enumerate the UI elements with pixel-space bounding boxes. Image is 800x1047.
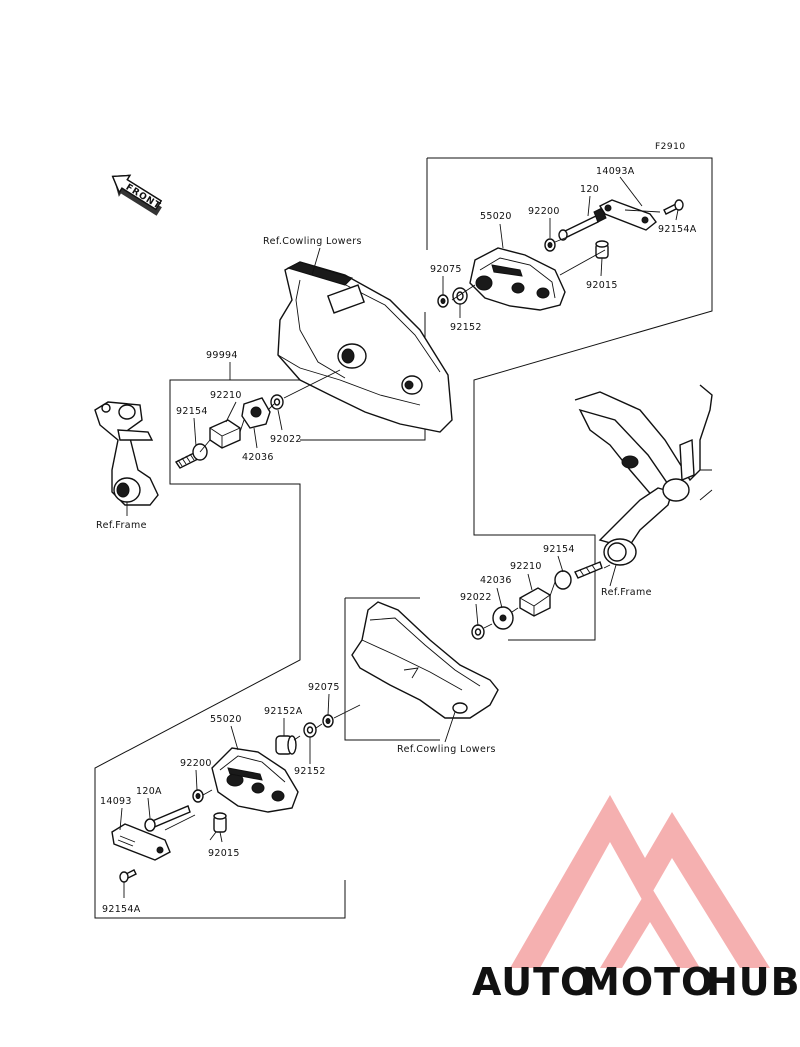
part-label-92154-right: 92154 [543, 544, 575, 555]
part-label-120: 120 [580, 184, 599, 195]
leader-lines [119, 176, 679, 898]
part-label-92152A-bottom: 92152A [264, 706, 303, 717]
part-label-92015-top: 92015 [586, 280, 618, 291]
part-label-14093A: 14093A [596, 166, 635, 177]
part-label-92022-left: 92022 [270, 434, 302, 445]
bolt-120-top [558, 207, 607, 241]
collar-92015-bottom [213, 812, 227, 833]
washer-92022-right [471, 624, 485, 640]
plate-14093A [598, 199, 657, 231]
part-label-92075-top: 92075 [430, 264, 462, 275]
part-label-92075-bottom: 92075 [308, 682, 340, 693]
screw-92154A-bottom [119, 869, 137, 883]
frame-right [574, 384, 713, 566]
frame-slider-top [469, 247, 566, 311]
part-label-92200-top: 92200 [528, 206, 560, 217]
bolt-92154-right [554, 561, 603, 590]
adjuster-92210-left [209, 419, 241, 449]
part-label-92152-bottom: 92152 [294, 766, 326, 777]
part-label-42036-left: 42036 [242, 452, 274, 463]
washer-92075-bottom [322, 714, 334, 728]
collar-92015-top [595, 240, 609, 259]
washer-92200-bottom [192, 789, 204, 803]
part-label-99994: 99994 [206, 350, 238, 361]
ref-frame-right: Ref.Frame [601, 587, 652, 598]
washer-92075-top [437, 294, 449, 308]
watermark-text: AUTO MOTO HUB [472, 960, 800, 1004]
part-label-92154A-top: 92154A [658, 224, 697, 235]
cam-42036-left [241, 397, 271, 429]
washer-92200-top [544, 238, 556, 252]
part-label-42036-right: 42036 [480, 575, 512, 586]
figure-code: F2910 [655, 142, 686, 152]
part-label-92210-right: 92210 [510, 561, 542, 572]
collar-92152A-bottom [275, 735, 297, 755]
part-label-92200-bottom: 92200 [180, 758, 212, 769]
part-label-120A: 120A [136, 786, 162, 797]
bolt-92154-left [174, 443, 208, 469]
cowling-lower-top [277, 261, 453, 433]
watermark-hub: HUB [706, 960, 800, 1004]
part-label-92154-left: 92154 [176, 406, 208, 417]
part-label-92154A-bottom: 92154A [102, 904, 141, 915]
bolt-120A-bottom [144, 805, 191, 832]
part-label-92015-bottom: 92015 [208, 848, 240, 859]
washer-92152-bottom [303, 722, 317, 738]
part-label-55020-top: 55020 [480, 211, 512, 222]
watermark-auto: AUTO [472, 960, 593, 1004]
front-arrow-icon: FRONT [111, 174, 162, 216]
adjuster-92210-right [519, 587, 551, 617]
ref-cowling-lowers-bottom: Ref.Cowling Lowers [397, 744, 496, 755]
part-label-92152-top: 92152 [450, 322, 482, 333]
ref-frame-left: Ref.Frame [96, 520, 147, 531]
frame-slider-bottom [211, 747, 299, 813]
frame-left [94, 401, 159, 506]
part-label-14093: 14093 [100, 796, 132, 807]
cowling-lower-bottom [351, 601, 499, 719]
cam-42036-right [492, 606, 514, 630]
watermark-logo [510, 795, 770, 968]
washer-92022-left [270, 394, 284, 410]
part-label-92210-left: 92210 [210, 390, 242, 401]
watermark-moto: MOTO [582, 960, 714, 1004]
plate-14093 [111, 823, 171, 861]
collar-92152-top [452, 287, 468, 305]
screw-92154A-top [663, 199, 684, 215]
part-label-92022-right: 92022 [460, 592, 492, 603]
part-label-55020-bottom: 55020 [210, 714, 242, 725]
ref-cowling-lowers-top: Ref.Cowling Lowers [263, 236, 362, 247]
